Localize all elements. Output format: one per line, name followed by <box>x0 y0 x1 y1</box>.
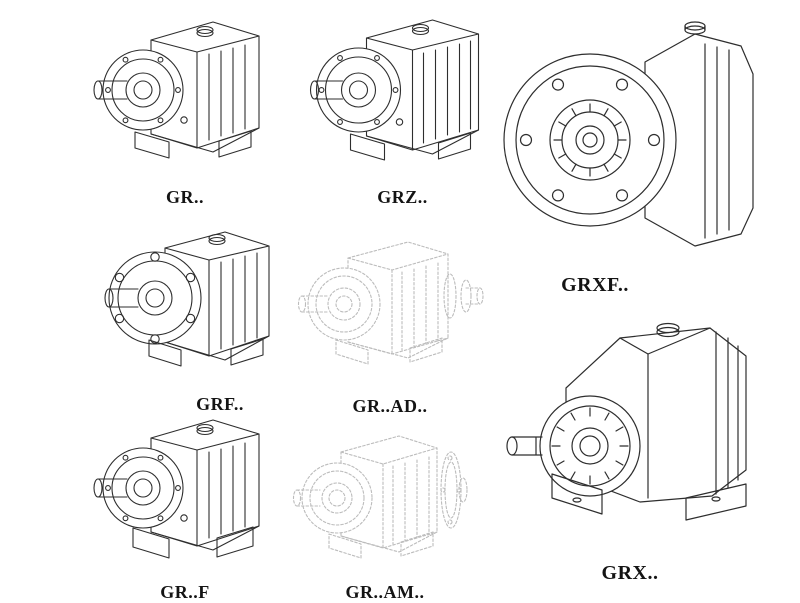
grad-gearbox-drawing-icon <box>297 241 484 365</box>
grf-gearbox-drawing-icon <box>104 231 270 367</box>
model-label-grff: GR..F <box>160 582 210 602</box>
grxf-gearbox-drawing-icon <box>503 21 754 247</box>
figure-gram: GR..AM.. <box>285 408 485 603</box>
grx-gearbox-drawing-icon <box>506 322 747 521</box>
figure-gr: GR.. <box>85 2 285 208</box>
figure-grx: GRX.. <box>490 298 790 585</box>
model-label-gr: GR.. <box>166 187 204 207</box>
figure-grxf: GRXF.. <box>490 0 790 297</box>
model-label-grz: GRZ.. <box>377 187 428 207</box>
figure-grz: GRZ.. <box>300 2 505 208</box>
grff-gearbox-drawing-icon <box>93 419 260 559</box>
grz-gearbox-drawing-icon <box>309 19 480 161</box>
gram-gearbox-drawing-icon <box>292 435 468 559</box>
gr-gearbox-drawing-icon <box>93 21 260 159</box>
model-label-grad: GR..AD.. <box>352 396 428 416</box>
figure-grad: GR..AD.. <box>290 212 490 417</box>
model-label-grx: GRX.. <box>601 562 659 584</box>
figure-grff: GR..F <box>85 408 285 603</box>
model-label-gram: GR..AM.. <box>345 582 425 602</box>
model-label-grf: GRF.. <box>196 394 244 414</box>
figure-grf: GRF.. <box>95 212 295 415</box>
model-label-grxf: GRXF.. <box>561 274 629 296</box>
